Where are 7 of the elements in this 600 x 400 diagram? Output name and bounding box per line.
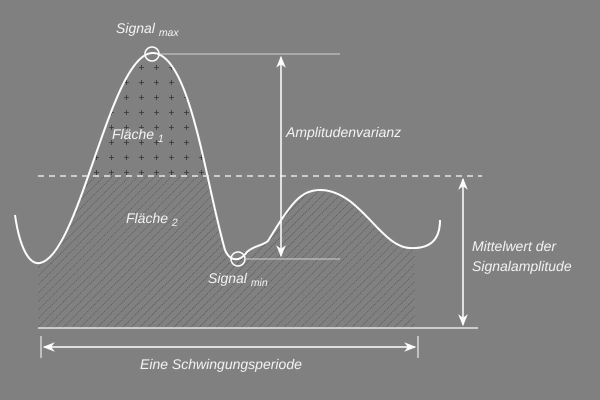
annotation-label: Fläche $_{1}$ [112,125,164,144]
annotation-label: Eine Schwingungsperiode [140,355,302,374]
annotation-label: Amplitudenvarianz [286,123,402,142]
annotation-label: Signal $_{min}$ [208,269,268,288]
annotation-label: Mittelwert der Signalamplitude [472,237,573,276]
annotation-label: Signal $_{max}$ [116,19,179,38]
annotation-label: Fläche $_{2}$ [126,209,178,228]
